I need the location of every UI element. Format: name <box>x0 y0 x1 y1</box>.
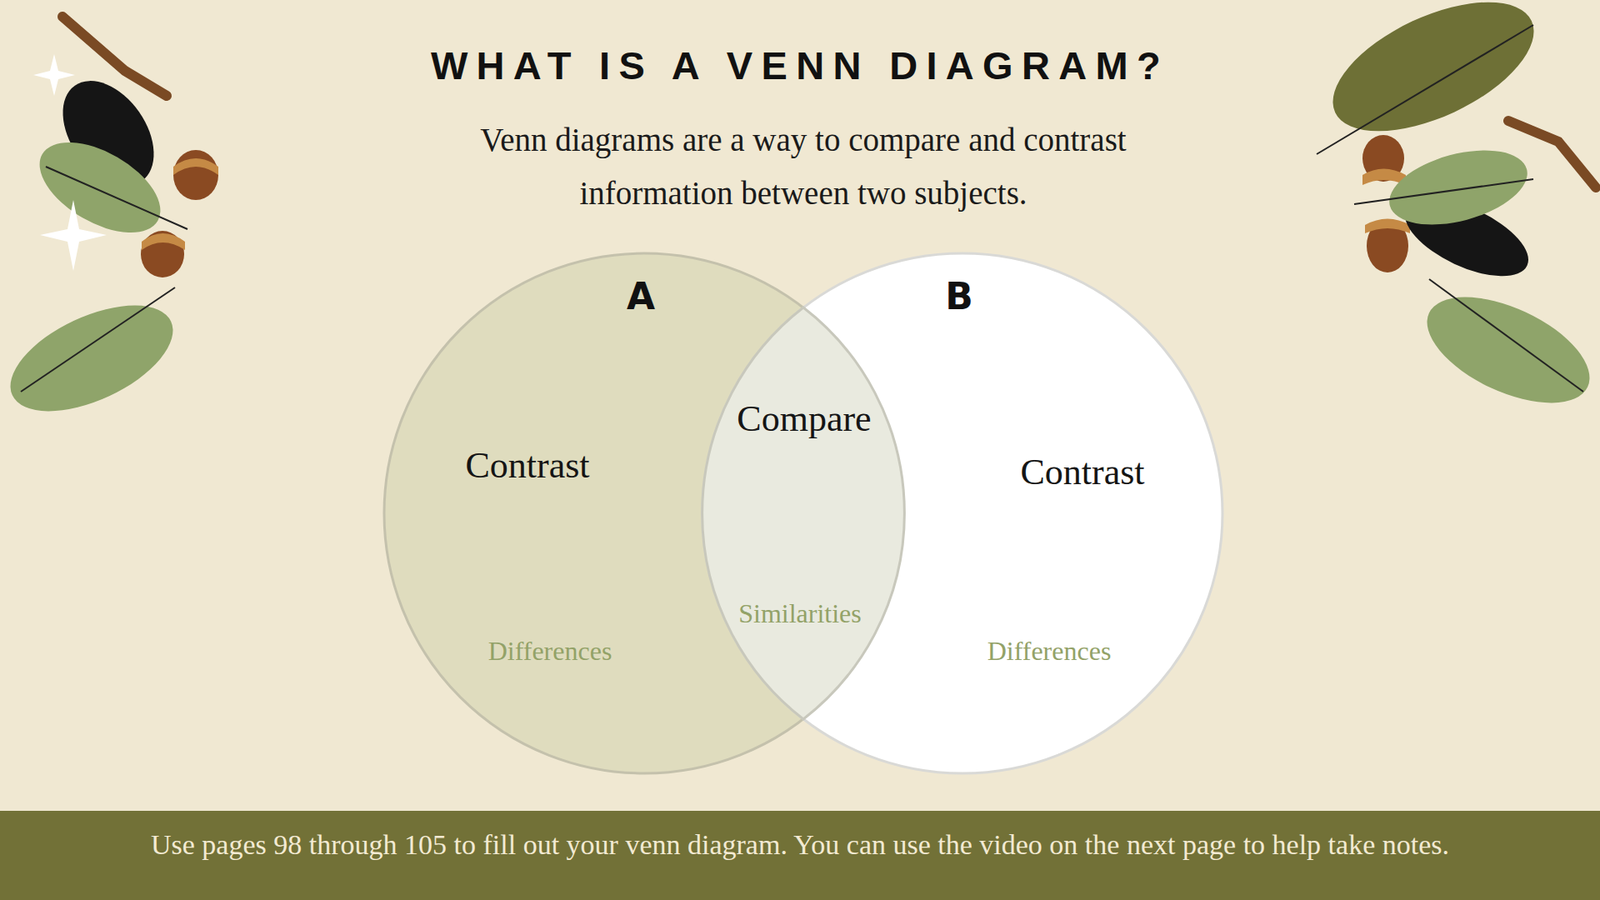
venn-circle-text: Differences <box>488 635 613 667</box>
venn-circle-text: Contrast <box>1020 450 1145 494</box>
venn-circle-text: Contrast <box>465 444 590 487</box>
venn-overlap-shape <box>702 307 905 720</box>
venn-overlap: CompareSimilarities <box>702 307 905 720</box>
venn-circle-text: A <box>626 275 655 318</box>
venn-circle-text: B <box>945 275 974 318</box>
venn-overlap-text: Compare <box>736 397 871 440</box>
footer-band-text: Use pages 98 through 105 to fill out you… <box>150 829 1450 861</box>
venn-circle-text: Differences <box>987 635 1112 667</box>
title: WHAT IS A VENN DIAGRAM? <box>430 42 1170 89</box>
venn-overlap-text: Similarities <box>738 598 862 630</box>
right-leaves <box>1314 0 1600 425</box>
footer-band: Use pages 98 through 105 to fill out you… <box>0 810 1600 900</box>
left-leaves <box>0 16 219 434</box>
subtitle: Venn diagrams are a way to compare and c… <box>403 113 1204 220</box>
